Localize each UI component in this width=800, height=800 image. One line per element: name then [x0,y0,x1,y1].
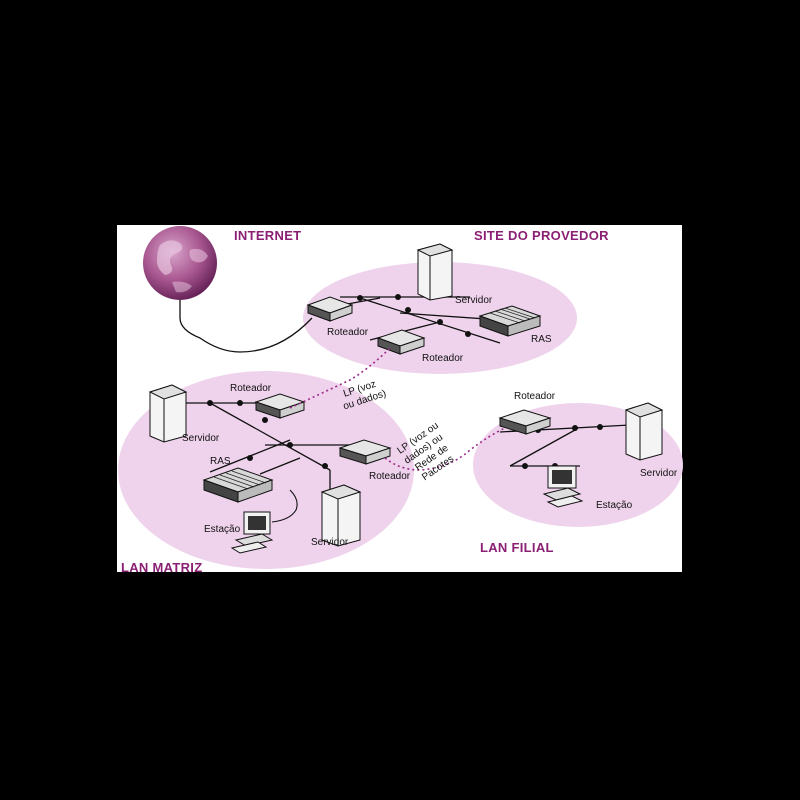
label-filial-servidor: Servidor [640,468,678,479]
provider-router-2-icon [376,329,426,355]
filial-workstation-icon [542,465,584,508]
label-matriz-estacao: Estação [204,524,241,535]
site-provedor-zone [303,262,577,374]
label-matriz-ras: RAS [210,456,231,467]
label-matriz-servidor-1: Servidor [182,433,220,444]
lp-link-matriz-filial [384,427,506,471]
globe-icon [143,226,217,300]
label-matriz-roteador-1: Roteador [230,383,272,394]
matriz-server-1-icon [148,384,188,443]
label-provider-ras: RAS [531,334,552,345]
lp-link-provider-matriz [289,347,391,409]
title-lan-filial: LAN FILIAL [480,540,554,555]
label-provider-servidor: Servidor [455,295,493,306]
matriz-server-2-icon [320,484,362,547]
provider-router-icon [306,296,354,322]
title-site-provedor: SITE DO PROVEDOR [474,228,609,243]
title-internet: INTERNET [234,228,301,243]
title-lan-matriz: LAN MATRIZ [121,560,202,575]
matriz-router-1-icon [254,393,306,419]
provider-ras-icon [478,305,542,337]
matriz-workstation-icon [230,511,274,554]
filial-server-icon [624,402,664,461]
label-matriz-servidor-2: Servidor [311,537,349,548]
matriz-station-cable [271,489,298,523]
matriz-router-2-icon [338,439,392,465]
label-provider-roteador-2: Roteador [422,353,464,364]
label-matriz-roteador-2: Roteador [369,471,411,482]
internet-link [179,300,313,353]
label-filial-roteador: Roteador [514,391,556,402]
label-provider-roteador-1: Roteador [327,327,369,338]
filial-router-icon [498,409,552,435]
label-filial-estacao: Estação [596,500,633,511]
matriz-ras-icon [202,467,274,503]
provider-server-icon [416,243,454,301]
